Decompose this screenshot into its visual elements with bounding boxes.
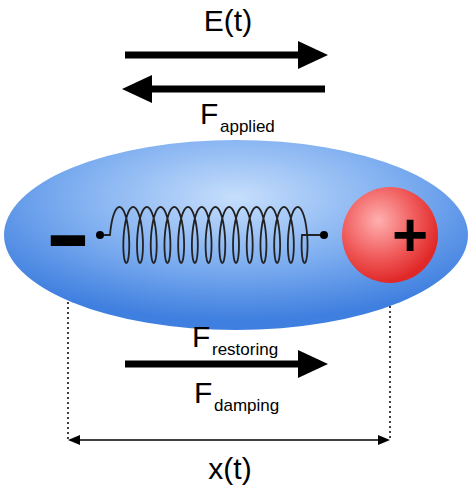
arrow-head [378, 435, 390, 445]
field-arrow [125, 52, 302, 59]
arrow-head [298, 41, 328, 69]
arrow-head [122, 75, 152, 103]
positive-charge: + [342, 187, 438, 283]
cloud-ellipse [4, 140, 468, 330]
force-subscript: restoring [212, 341, 278, 358]
force-subscript: applied [220, 118, 275, 135]
dimension-line [72, 439, 386, 441]
force-arrow [148, 86, 325, 93]
force-symbol: F [192, 322, 210, 352]
arrow-head [298, 350, 328, 378]
charge-sign: + [392, 204, 428, 266]
spring-coil [100, 207, 324, 263]
spring-end-dot [320, 231, 328, 239]
force-symbol: F [200, 99, 218, 129]
displacement-label: x(t) [208, 454, 251, 484]
spring-end-dot [96, 231, 104, 239]
dotted-guide [389, 286, 391, 440]
charge-cloud: -+ [4, 140, 468, 330]
force-subscript: damping [214, 397, 279, 414]
force-arrow [125, 361, 302, 368]
arrow-head [68, 435, 80, 445]
field-label: E(t) [204, 6, 252, 36]
negative-charge: - [46, 188, 91, 278]
charge-circle [342, 187, 438, 283]
force-symbol: F [194, 378, 212, 408]
